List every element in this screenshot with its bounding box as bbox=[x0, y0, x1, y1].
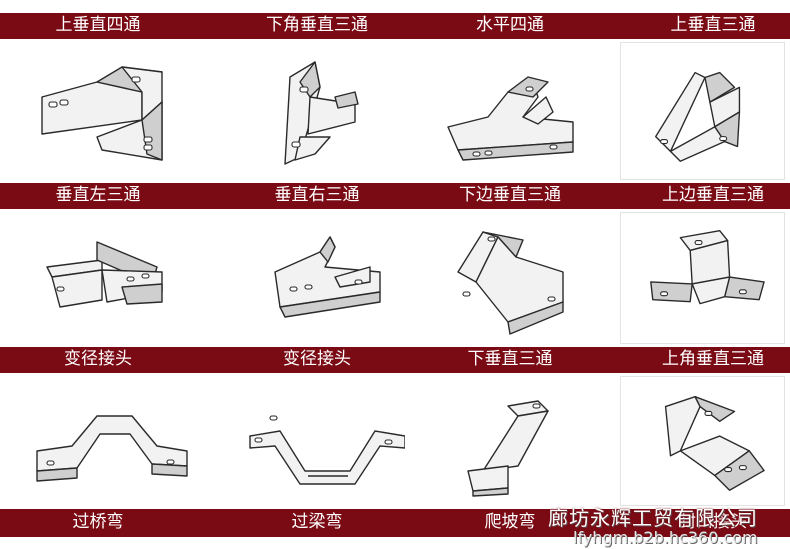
label-lower-corner-vertical-tee: 下角垂直三通 bbox=[266, 15, 368, 35]
label-lower-vertical-tee: 下垂直三通 bbox=[467, 349, 553, 369]
product-image-lower-vertical-tee[interactable] bbox=[428, 376, 593, 506]
watermark-company: 廊坊永辉工贸有限公司 bbox=[548, 506, 758, 530]
label-band-row-3: 变径接头 变径接头 下垂直三通 上角垂直三通 bbox=[0, 347, 790, 373]
label-upper-vertical-cross: 上垂直四通 bbox=[55, 15, 141, 35]
label-horizontal-cross: 水平四通 bbox=[476, 15, 544, 35]
label-reducer-joint-1: 变径接头 bbox=[64, 349, 132, 369]
product-image-upper-vertical-tee[interactable] bbox=[620, 42, 785, 180]
label-upper-vertical-tee: 上垂直三通 bbox=[670, 15, 756, 35]
label-band-row-1: 上垂直四通 下角垂直三通 水平四通 上垂直三通 bbox=[0, 13, 790, 39]
label-band-row-4: 过桥弯 过梁弯 爬坡弯 封口接头 bbox=[0, 509, 790, 537]
product-image-vertical-left-tee[interactable] bbox=[22, 212, 192, 344]
label-reducer-joint-2: 变径接头 bbox=[283, 349, 351, 369]
label-end-cap-joint: 封口接头 bbox=[679, 512, 747, 532]
watermark-url: lfyhgm.b2b.hc360.com bbox=[573, 528, 758, 547]
product-image-upper-side-vertical-tee[interactable] bbox=[620, 212, 785, 344]
product-image-upper-vertical-cross[interactable] bbox=[22, 42, 192, 180]
product-image-reducer-joint-1[interactable] bbox=[22, 376, 192, 506]
product-image-reducer-joint-2[interactable] bbox=[240, 376, 405, 506]
label-beam-bend: 过梁弯 bbox=[291, 512, 343, 532]
product-image-lower-corner-vertical-tee[interactable] bbox=[240, 42, 405, 180]
label-band-row-2: 垂直左三通 垂直右三通 下边垂直三通 上边垂直三通 bbox=[0, 183, 790, 209]
label-upper-corner-vertical-tee: 上角垂直三通 bbox=[662, 349, 764, 369]
label-vertical-left-tee: 垂直左三通 bbox=[55, 185, 141, 205]
label-bridge-bend: 过桥弯 bbox=[72, 512, 124, 532]
product-image-horizontal-cross[interactable] bbox=[428, 42, 593, 180]
label-vertical-right-tee: 垂直右三通 bbox=[274, 185, 360, 205]
label-upper-side-vertical-tee: 上边垂直三通 bbox=[662, 185, 764, 205]
label-lower-side-vertical-tee: 下边垂直三通 bbox=[459, 185, 561, 205]
product-image-vertical-right-tee[interactable] bbox=[240, 212, 405, 344]
product-image-lower-side-vertical-tee[interactable] bbox=[428, 212, 593, 344]
product-image-upper-corner-vertical-tee[interactable] bbox=[620, 376, 785, 506]
label-climbing-bend: 爬坡弯 bbox=[484, 512, 536, 532]
